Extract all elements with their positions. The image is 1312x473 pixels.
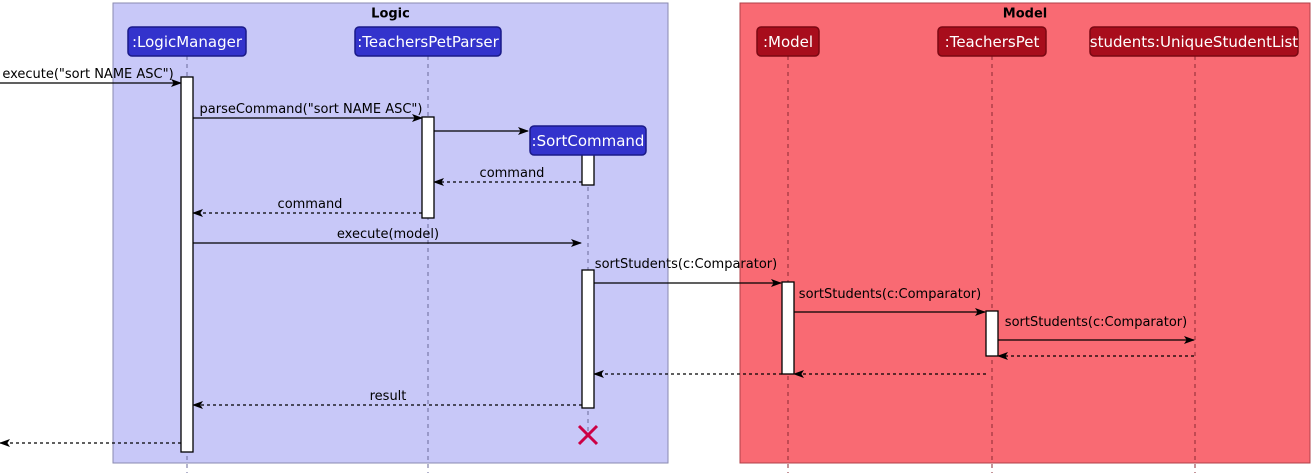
destroy-stroke-b <box>577 424 599 446</box>
message-m9: sortStudents(c:Comparator) <box>998 315 1195 344</box>
panel-logic: Logic <box>112 2 669 464</box>
message-m5: command <box>192 197 422 217</box>
message-m13: result <box>192 389 582 409</box>
panel-title-logic: Logic <box>371 7 410 22</box>
activation-bar-act-teacherspet <box>985 310 999 357</box>
message-m8: sortStudents(c:Comparator) <box>794 287 986 316</box>
participant-box-uniquestudentlist[interactable] <box>1089 26 1299 57</box>
participant-label-teacherspetparser: :TeachersPetParser <box>357 33 499 51</box>
activation-bar-act-model <box>781 281 795 375</box>
activation-bar-act-sortcommand-exec <box>581 269 595 409</box>
participant-box-sortcommand[interactable] <box>529 125 647 156</box>
message-label-m7: sortStudents(c:Comparator) <box>595 257 777 272</box>
panel-background-model <box>739 2 1311 464</box>
message-label-m4: command <box>480 166 545 181</box>
panel-title-model: Model <box>1003 7 1047 22</box>
panel-background-logic <box>112 2 669 464</box>
participant-label-logic-manager: :LogicManager <box>132 33 243 51</box>
participant-box-teacherspet[interactable] <box>937 26 1047 57</box>
participant-teacherspetparser[interactable]: :TeachersPetParser <box>354 26 502 57</box>
panel-group: Logic Model <box>112 2 1311 464</box>
activation-bar-act-parser <box>421 116 435 219</box>
participant-box-logic-manager[interactable] <box>127 26 247 57</box>
message-m1: execute("sort NAME ASC") <box>0 67 182 87</box>
participant-box-model[interactable] <box>756 26 820 57</box>
participant-model[interactable]: :Model <box>756 26 820 57</box>
message-m2: parseCommand("sort NAME ASC") <box>193 102 423 122</box>
activation-group <box>180 76 999 453</box>
message-label-m9: sortStudents(c:Comparator) <box>1005 315 1187 330</box>
message-label-m13: result <box>370 389 407 404</box>
participant-box-teacherspetparser[interactable] <box>354 26 502 57</box>
participant-group: :LogicManager :TeachersPetParser :SortComm… <box>127 26 1299 156</box>
participant-uniquestudentlist[interactable]: students:UniqueStudentList <box>1089 26 1299 57</box>
participant-teacherspet[interactable]: :TeachersPet <box>937 26 1047 57</box>
message-label-m5: command <box>278 197 343 212</box>
destroy-marker-group <box>577 424 599 446</box>
activation-bar-act-logic-manager <box>180 76 194 453</box>
participant-label-uniquestudentlist: students:UniqueStudentList <box>1090 33 1299 51</box>
participant-label-sortcommand: :SortCommand <box>532 132 645 150</box>
message-m7: sortStudents(c:Comparator) <box>594 257 782 287</box>
participant-label-teacherspet: :TeachersPet <box>945 33 1040 51</box>
message-label-m1: execute("sort NAME ASC") <box>2 67 173 82</box>
message-m4: command <box>433 166 582 186</box>
participant-sortcommand[interactable]: :SortCommand <box>529 125 647 156</box>
message-m6: execute(model) <box>193 227 582 247</box>
message-label-m6: execute(model) <box>337 227 439 242</box>
participant-logic-manager[interactable]: :LogicManager <box>127 26 247 57</box>
message-label-m2: parseCommand("sort NAME ASC") <box>200 102 423 117</box>
destroy-marker-sortcommand <box>577 424 599 446</box>
message-label-m8: sortStudents(c:Comparator) <box>799 287 981 302</box>
panel-model: Model <box>739 2 1311 464</box>
message-group: execute("sort NAME ASC") parseCommand("so… <box>0 67 1195 447</box>
participant-label-model: :Model <box>763 33 813 51</box>
